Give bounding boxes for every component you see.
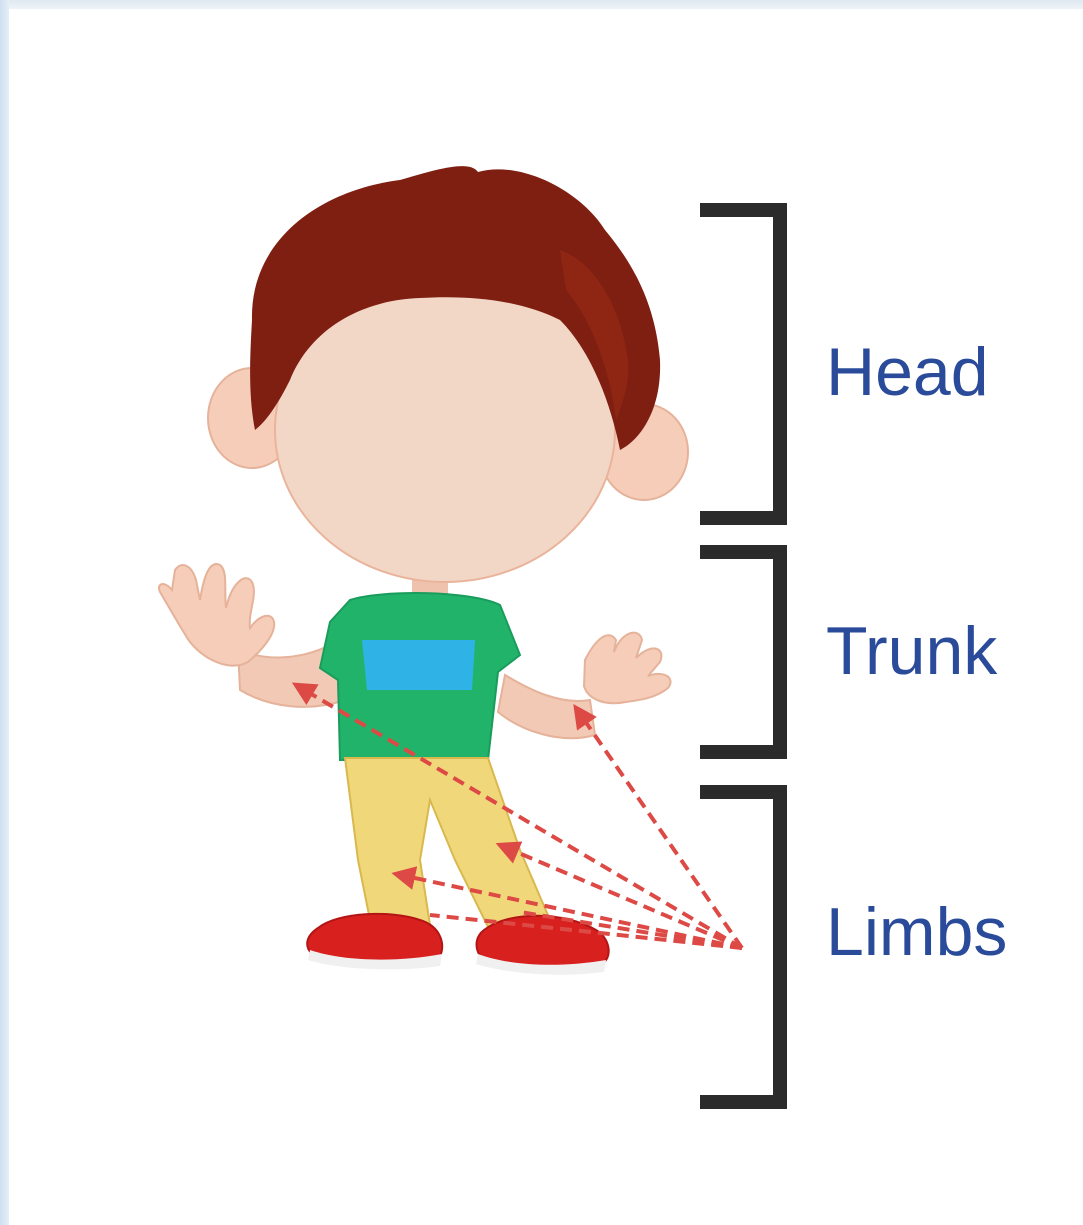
head-bracket bbox=[700, 210, 780, 518]
bracket-group bbox=[700, 210, 780, 1102]
head-label: Head bbox=[826, 338, 989, 406]
trunk-bracket bbox=[700, 552, 780, 752]
arrow-to-right-arm bbox=[576, 708, 742, 948]
cartoon-boy-illustration bbox=[159, 166, 688, 975]
limbs-label: Limbs bbox=[826, 898, 1007, 966]
trunk-label: Trunk bbox=[826, 617, 997, 685]
